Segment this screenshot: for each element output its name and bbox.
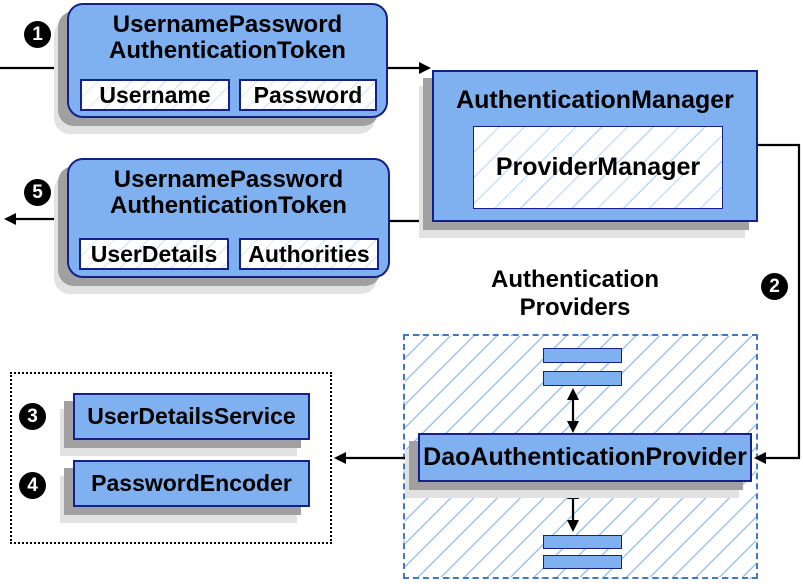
step-number: 4 [27,474,38,496]
step-badge-3: 3 [19,403,46,430]
password-field-box: Password [239,79,377,111]
password-encoder-box: PasswordEncoder [73,460,310,507]
step-badge-2: 2 [761,273,788,300]
arrow-request-head-icon [419,62,431,74]
token-title-line2: AuthenticationToken [110,192,347,219]
step-number: 5 [32,181,43,203]
token-title: UsernamePassword AuthenticationToken [69,167,388,219]
services-dotted-box [10,372,332,544]
token-title-line1: UsernamePassword [113,166,344,193]
step-badge-1: 1 [24,21,51,48]
step-number: 2 [769,275,780,297]
user-details-field-box: UserDetails [79,238,229,270]
token-fields: UserDetails Authorities [69,238,388,270]
step-number: 3 [27,405,38,427]
provider-stack-item [543,535,622,549]
step-number: 1 [32,23,43,45]
user-details-service-box: UserDetailsService [73,393,310,440]
authentication-manager-title: AuthenticationManager [456,86,734,114]
authentication-manager-box: AuthenticationManager ProviderManager [432,70,758,222]
step-badge-4: 4 [19,472,46,499]
username-field-box: Username [80,79,230,111]
token-title-line1: UsernamePassword [112,11,343,38]
username-password-token-response-box: UsernamePassword AuthenticationToken Use… [67,158,390,278]
providers-label-line2: Providers [519,294,631,321]
provider-manager-box: ProviderManager [473,126,723,209]
provider-stack-item [543,348,622,363]
arrow-step2-path [758,143,801,460]
authorities-field-box: Authorities [239,238,379,270]
token-title-line2: AuthenticationToken [109,37,346,64]
provider-stack-item [543,555,622,569]
providers-label-line1: Authentication [491,266,659,293]
token-fields: Username Password [69,79,386,111]
authentication-providers-label: Authentication Providers [455,266,695,322]
dao-authentication-provider-box: DaoAuthenticationProvider [418,433,752,482]
provider-stack-item [543,371,622,386]
token-title: UsernamePassword AuthenticationToken [69,12,386,64]
arrow-services-head-icon [334,452,346,464]
arrow-response-head-icon [4,213,16,225]
username-password-token-request-box: UsernamePassword AuthenticationToken Use… [67,3,388,118]
step-badge-5: 5 [24,179,51,206]
